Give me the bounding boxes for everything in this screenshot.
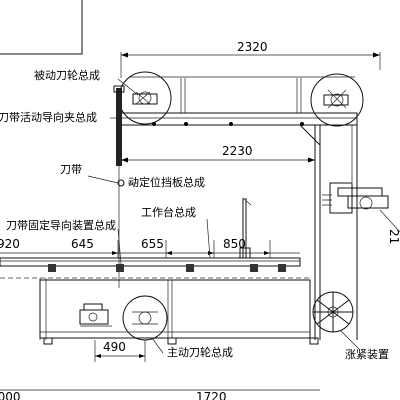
driven-wheel-left	[118, 71, 172, 125]
title-frame	[0, 0, 83, 55]
label-positioning-baffle: 动定位挡板总成	[128, 175, 205, 189]
upper-beam	[120, 76, 358, 126]
dim-text-920: 920	[0, 237, 20, 251]
dim-text-bottom-right: 1720	[196, 390, 227, 400]
motor	[79, 303, 112, 327]
lower-frame	[39, 279, 319, 345]
dim-text-655: 655	[141, 237, 164, 251]
tension-wheel	[312, 291, 354, 333]
label-tensioner: 涨紧装置	[345, 348, 389, 361]
label-worktable: 工作台总成	[141, 205, 196, 219]
label-fixed-guide: 刀带固定导向装置总成	[6, 218, 116, 232]
dimension-row-lower	[0, 240, 300, 258]
label-drive-wheel: 主动刀轮总成	[167, 345, 233, 359]
dim-text-2230: 2230	[222, 144, 253, 158]
dim-text-490: 490	[103, 340, 126, 354]
dim-text-bottom-left: 2000	[0, 390, 21, 400]
dimension-2320	[120, 52, 381, 78]
dim-text-850: 850	[223, 237, 246, 251]
label-guide-clamp: 刀带活动导向夹总成	[0, 110, 97, 124]
driven-wheel-right	[310, 73, 364, 127]
drive-wheel	[122, 295, 168, 341]
label-blade-band: 刀带	[60, 163, 82, 176]
dimension-2230	[121, 157, 315, 163]
label-driven-wheel: 被动刀轮总成	[34, 68, 100, 82]
dimension-490	[94, 340, 146, 362]
positioning-baffle	[239, 197, 252, 259]
right-frame	[299, 124, 400, 340]
dim-text-2320: 2320	[237, 40, 268, 54]
leader-lines	[87, 78, 361, 354]
worktable	[0, 257, 310, 340]
dim-text-right: 21	[387, 229, 400, 244]
dim-text-645: 645	[71, 237, 94, 251]
